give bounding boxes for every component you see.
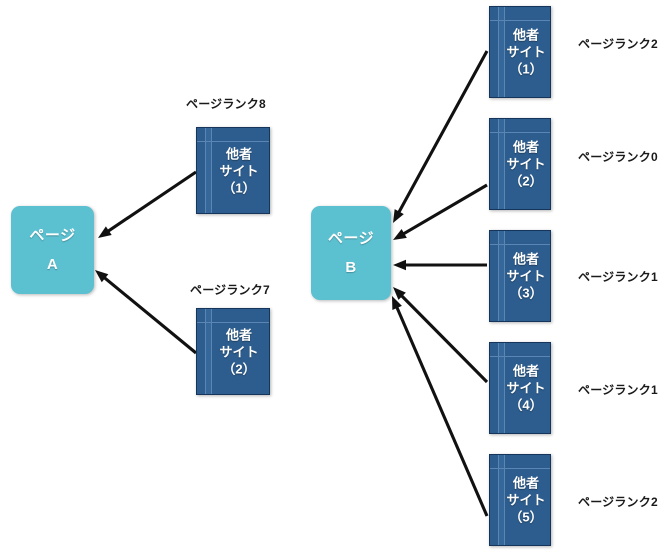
pagerank-label: ページランク8	[186, 97, 266, 111]
site-node-label: 他者サイト（3）	[504, 250, 548, 301]
site-node[interactable]: 他者サイト （2）	[196, 308, 270, 395]
site-node-label-line-1: 他者	[512, 251, 539, 267]
pagerank-label: ページランク1	[578, 270, 658, 284]
link-arrow	[98, 170, 197, 238]
site-node-label-line-1: 他者	[512, 27, 539, 43]
site-node[interactable]: 他者サイト（5）	[489, 454, 551, 546]
page-node-identifier: B	[345, 258, 357, 276]
site-node-label-line-2: サイト	[219, 162, 259, 178]
site-node-label-line-3: （5）	[509, 509, 543, 525]
site-node-label-line-3: （2）	[222, 361, 256, 377]
site-node-label-line-3: （1）	[222, 180, 256, 196]
site-node[interactable]: 他者サイト（1）	[489, 6, 551, 98]
site-node[interactable]: 他者サイト（3）	[489, 230, 551, 322]
link-arrow	[392, 296, 489, 517]
site-node-label: 他者サイト （2）	[211, 326, 267, 377]
page-node-b[interactable]: ページ B	[311, 206, 391, 300]
site-node-label-line-3: （4）	[509, 397, 543, 413]
pagerank-label: ページランク0	[578, 150, 658, 164]
pagerank-label: ページランク7	[190, 283, 270, 297]
site-node-label: 他者サイト（1）	[504, 26, 548, 77]
site-node-label: 他者サイト（4）	[504, 362, 548, 413]
site-node-label-line-1: 他者	[512, 363, 539, 379]
site-node-label-line-1: 他者	[512, 139, 539, 155]
pagerank-label: ページランク2	[578, 495, 658, 509]
link-arrow	[393, 259, 487, 271]
site-node-label: 他者サイト（5）	[504, 474, 548, 525]
pagerank-label: ページランク2	[578, 37, 658, 51]
site-node-label-line-1: 他者	[512, 475, 539, 491]
site-node-label: 他者サイト（2）	[504, 138, 548, 189]
page-node-title: ページ	[327, 229, 375, 247]
site-node-label-line-2: サイト	[506, 492, 546, 508]
site-node-label-line-2: サイト	[506, 156, 546, 172]
link-arrow	[393, 287, 489, 384]
site-node-label-line-2: サイト	[219, 343, 259, 359]
site-node-label-line-2: サイト	[506, 380, 546, 396]
page-node-a[interactable]: ページ A	[11, 206, 94, 294]
site-node[interactable]: 他者サイト （1）	[196, 127, 270, 214]
site-node[interactable]: 他者サイト（4）	[489, 342, 551, 434]
site-node-label-line-2: サイト	[506, 44, 546, 60]
site-node-label: 他者サイト （1）	[211, 145, 267, 196]
link-arrow	[393, 183, 488, 240]
site-node[interactable]: 他者サイト（2）	[489, 118, 551, 210]
link-arrow	[393, 50, 489, 223]
site-node-label-line-3: （1）	[509, 61, 543, 77]
site-node-label-line-1: 他者	[225, 326, 252, 342]
page-node-title: ページ	[29, 226, 76, 244]
pagerank-label: ページランク1	[578, 383, 658, 397]
site-node-label-line-3: （3）	[509, 285, 543, 301]
page-node-identifier: A	[46, 255, 59, 273]
site-node-label-line-2: サイト	[506, 268, 546, 284]
link-arrow	[95, 270, 197, 355]
site-node-label-line-1: 他者	[225, 145, 252, 161]
site-node-label-line-3: （2）	[509, 173, 543, 189]
